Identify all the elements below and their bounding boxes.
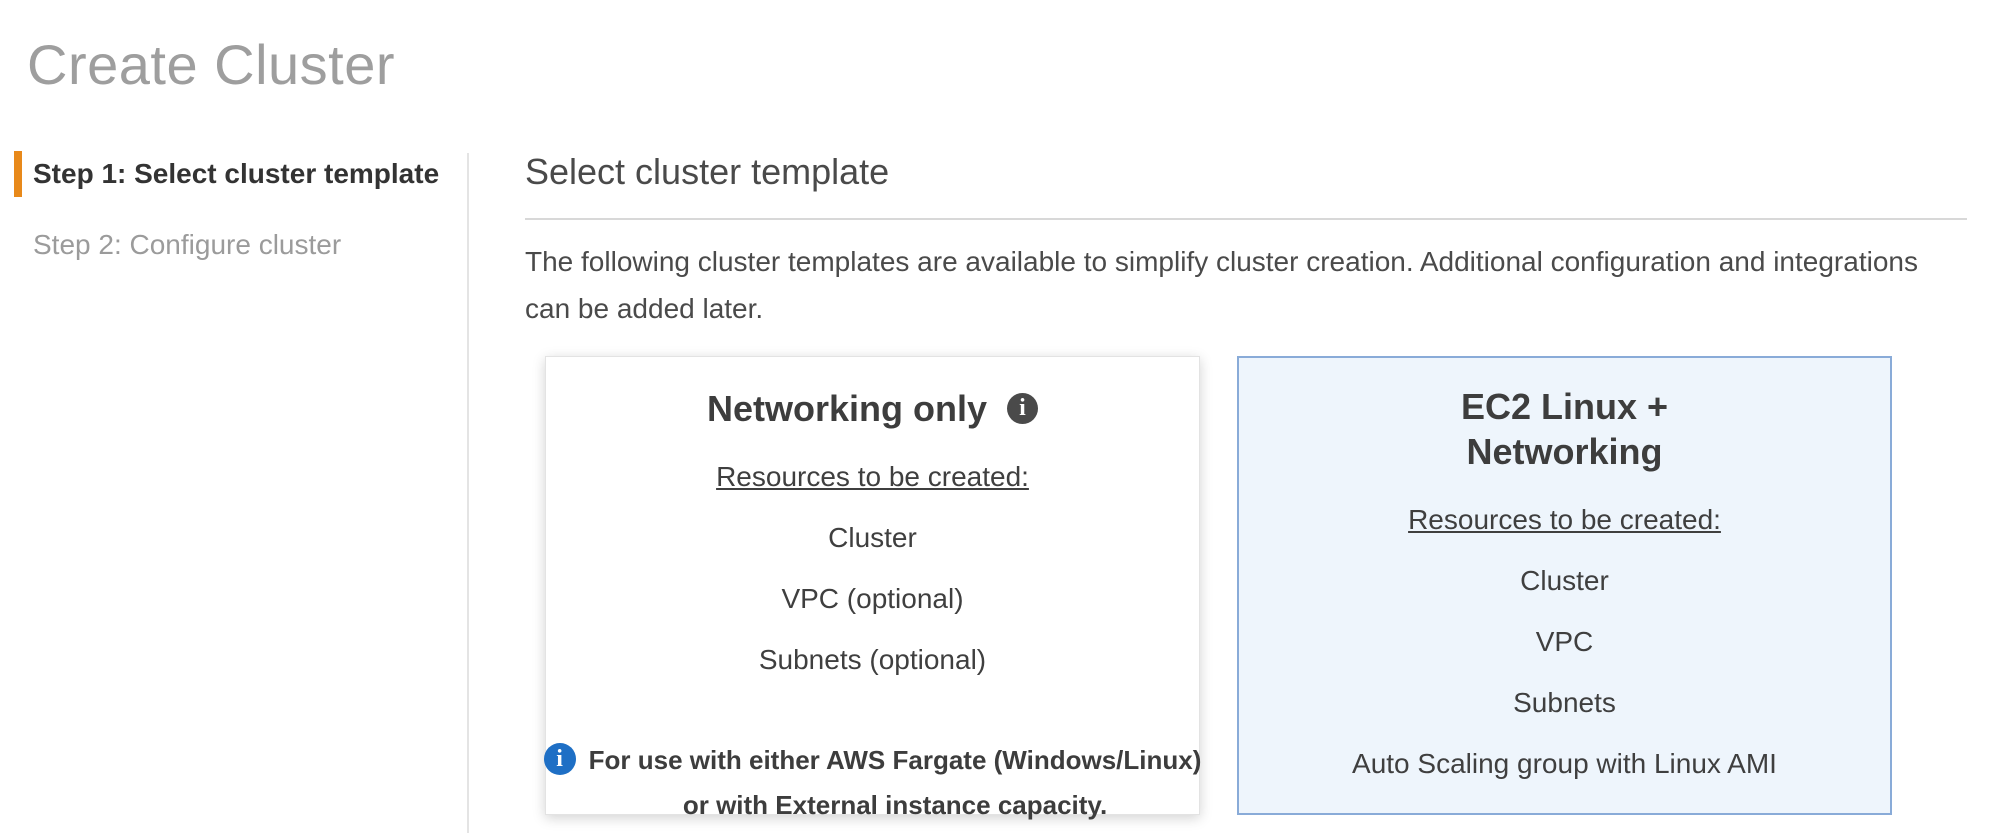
card-note-line: For use with either AWS Fargate (Windows… — [588, 744, 1202, 775]
step-1-select-cluster-template[interactable]: Step 1: Select cluster template — [14, 151, 444, 197]
resources-label: Resources to be created: — [1408, 504, 1721, 535]
info-icon: i — [543, 742, 576, 775]
resource-item: Subnets — [1513, 687, 1616, 718]
resource-item: VPC — [1535, 626, 1594, 657]
step-2-configure-cluster[interactable]: Step 2: Configure cluster — [33, 229, 342, 260]
resource-item: Subnets (optional) — [758, 643, 987, 675]
card-title-ec2-linux-networking: EC2 Linux + Networking — [1460, 386, 1669, 472]
resource-item: Cluster — [1520, 565, 1609, 596]
heading-divider — [525, 218, 1967, 220]
wizard-steps: Step 1: Select cluster template Step 2: … — [14, 151, 444, 267]
resource-item: VPC (optional) — [781, 582, 964, 614]
template-cards: Networking only i Resources to be create… — [525, 356, 1967, 820]
card-note-text: For use with either AWS Fargate (Windows… — [589, 738, 1202, 828]
main-content: Select cluster template The following cl… — [525, 150, 1967, 820]
vertical-divider — [467, 153, 469, 833]
template-card-networking-only[interactable]: Networking only i Resources to be create… — [543, 356, 1201, 820]
resource-item: Auto Scaling group with Linux AMI — [1352, 748, 1777, 779]
card-note-line: or with External instance capacity. — [682, 789, 1108, 820]
info-icon[interactable]: i — [1007, 392, 1039, 424]
card-title-label: Networking only — [706, 387, 987, 429]
resources-label: Resources to be created: — [716, 460, 1029, 492]
section-description: The following cluster templates are avai… — [525, 246, 1918, 324]
section-heading: Select cluster template — [525, 151, 890, 192]
page-title: Create Cluster — [27, 33, 396, 96]
card-note: i For use with either AWS Fargate (Windo… — [543, 738, 1201, 828]
resource-item: Cluster — [828, 521, 917, 553]
card-title-networking-only: Networking only i — [566, 383, 1179, 431]
template-card-ec2-linux-networking[interactable]: EC2 Linux + Networking Resources to be c… — [1237, 356, 1892, 815]
